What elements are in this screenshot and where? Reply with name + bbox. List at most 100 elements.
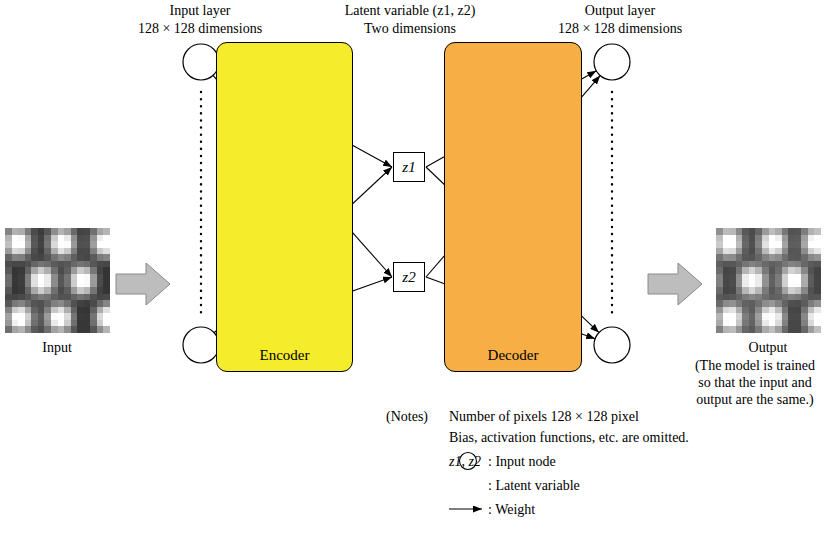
image-pixel	[762, 274, 769, 281]
image-ground	[716, 228, 821, 333]
image-pixel	[90, 248, 97, 255]
image-pixel	[736, 287, 743, 294]
image-pixel	[18, 300, 25, 307]
image-pixel	[775, 261, 782, 268]
image-pixel	[795, 248, 802, 255]
image-pixel	[58, 267, 65, 274]
image-pixel	[736, 228, 743, 235]
image-pixel	[729, 287, 736, 294]
image-pixel	[18, 228, 25, 235]
image-pixel	[749, 300, 756, 307]
image-pixel	[25, 267, 32, 274]
image-pixel	[5, 241, 12, 248]
image-pixel	[808, 294, 815, 301]
label: 128 × 128 dimensions	[110, 20, 290, 37]
image-pixel	[736, 235, 743, 242]
image-pixel	[723, 274, 730, 281]
image-pixel	[51, 313, 58, 320]
image-pixel	[742, 248, 749, 255]
image-pixel	[31, 248, 38, 255]
image-pixel	[775, 287, 782, 294]
image-pixel	[755, 307, 762, 314]
image-pixel	[51, 274, 58, 281]
image-pixel	[788, 320, 795, 327]
image-pixel	[84, 326, 91, 333]
image-pixel	[5, 313, 12, 320]
image-pixel	[729, 228, 736, 235]
image-pixel	[77, 326, 84, 333]
image-pixel	[769, 228, 776, 235]
image-pixel	[814, 307, 821, 314]
image-pixel	[31, 254, 38, 261]
image-pixel	[25, 287, 32, 294]
image-pixel	[788, 300, 795, 307]
image-pixel	[64, 281, 71, 288]
image-pixel	[31, 228, 38, 235]
image-pixel	[5, 294, 12, 301]
image-pixel	[18, 274, 25, 281]
image-pixel	[775, 248, 782, 255]
image-pixel	[58, 261, 65, 268]
image-pixel	[736, 261, 743, 268]
image-pixel	[814, 248, 821, 255]
image-pixel	[12, 307, 19, 314]
image-pixel	[742, 326, 749, 333]
image-pixel	[5, 228, 12, 235]
image-pixel	[97, 228, 104, 235]
image-pixel	[44, 313, 51, 320]
image-pixel	[5, 267, 12, 274]
image-pixel	[84, 267, 91, 274]
image-pixel	[12, 248, 19, 255]
image-pixel	[12, 235, 19, 242]
image-pixel	[97, 300, 104, 307]
image-pixel	[5, 287, 12, 294]
image-pixel	[71, 241, 78, 248]
image-pixel	[716, 235, 723, 242]
image-pixel	[782, 235, 789, 242]
image-pixel	[775, 274, 782, 281]
label: Latent variable (z1, z2)	[310, 2, 510, 19]
image-pixel	[742, 274, 749, 281]
image-pixel	[84, 235, 91, 242]
image-pixel	[795, 287, 802, 294]
image-pixel	[31, 235, 38, 242]
image-pixel	[782, 281, 789, 288]
image-pixel	[801, 274, 808, 281]
image-pixel	[84, 287, 91, 294]
image-pixel	[38, 326, 45, 333]
image-pixel	[762, 248, 769, 255]
image-pixel	[5, 274, 12, 281]
image-pixel	[762, 241, 769, 248]
image-pixel	[814, 261, 821, 268]
image-pixel	[51, 261, 58, 268]
block-arrow	[116, 263, 170, 305]
image-pixel	[801, 228, 808, 235]
image-pixel	[795, 300, 802, 307]
image-pixel	[12, 267, 19, 274]
image-pixel	[71, 307, 78, 314]
node-text: Encoder	[260, 346, 310, 364]
block-arrow	[648, 263, 702, 305]
image-pixel	[729, 267, 736, 274]
image-pixel	[25, 235, 32, 242]
image-pixel	[44, 228, 51, 235]
image-pixel	[51, 320, 58, 327]
image-pixel	[58, 281, 65, 288]
image-pixel	[742, 281, 749, 288]
image-pixel	[71, 326, 78, 333]
image-pixel	[782, 241, 789, 248]
image-pixel	[97, 326, 104, 333]
image-pixel	[769, 313, 776, 320]
image-pixel	[64, 261, 71, 268]
image-pixel	[808, 235, 815, 242]
image-pixel	[44, 248, 51, 255]
image-pixel	[77, 294, 84, 301]
image-pixel	[38, 261, 45, 268]
encoder-box: Encoder	[216, 42, 353, 372]
image-pixel	[749, 326, 756, 333]
image-pixel	[12, 326, 19, 333]
image-pixel	[12, 313, 19, 320]
image-pixel	[51, 241, 58, 248]
image-pixel	[25, 228, 32, 235]
image-pixel	[97, 274, 104, 281]
